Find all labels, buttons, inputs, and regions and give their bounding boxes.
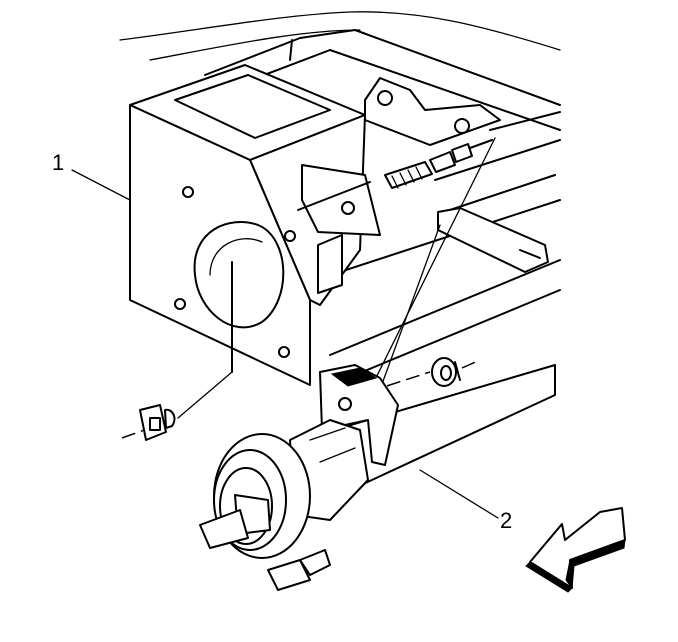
upper-hinge-bracket — [301, 77, 501, 236]
steering-column — [199, 364, 556, 591]
alignment-lines — [354, 137, 496, 421]
bolt-assembly — [121, 371, 233, 441]
nut-assembly — [367, 357, 481, 393]
callout-label-1: 1 — [52, 150, 64, 175]
callout-leaders — [71, 169, 499, 519]
direction-arrow-icon — [525, 507, 626, 593]
side-rail — [437, 207, 549, 273]
callout-label-2: 2 — [500, 508, 512, 533]
lock-cable — [297, 139, 493, 211]
